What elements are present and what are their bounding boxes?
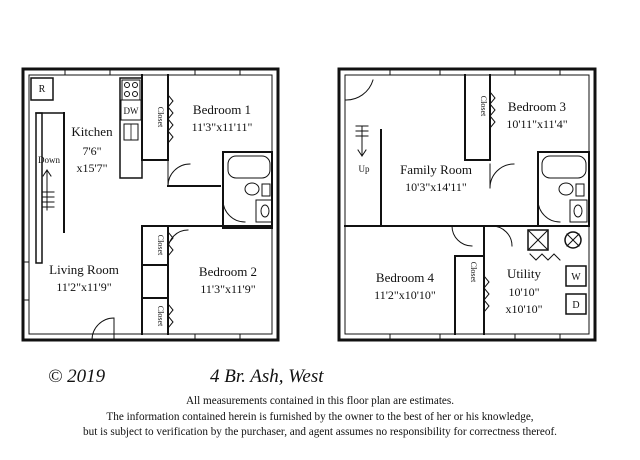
closet-b4-label: Closet — [469, 262, 478, 283]
closet-b1-label: Closet — [156, 107, 165, 128]
closet-b3-label: Closet — [479, 96, 488, 117]
closet-b2-upper-label: Closet — [156, 235, 165, 256]
copyright-text: © 2019 — [48, 366, 106, 387]
dryer-label: D — [572, 300, 579, 311]
family-room-size: 10'3"x14'11" — [405, 180, 467, 194]
utility-length: x10'10" — [505, 302, 542, 316]
disclaimer-line: but is subject to verification by the pu… — [83, 426, 557, 438]
kitchen-name: Kitchen — [71, 124, 113, 139]
living-room-name: Living Room — [49, 262, 119, 277]
disclaimer: All measurements contained in this floor… — [0, 394, 640, 441]
family-room-name: Family Room — [400, 162, 472, 177]
utility-width: 10'10" — [508, 285, 539, 299]
bedroom4-size: 11'2"x10'10" — [374, 288, 436, 302]
washer-label: W — [571, 272, 581, 283]
kitchen-length: x15'7" — [76, 161, 107, 175]
kitchen-width: 7'6" — [82, 144, 101, 158]
bedroom1-size: 11'3"x11'11" — [192, 120, 253, 134]
stairs-down-label: Down — [38, 155, 60, 165]
utility-name: Utility — [507, 266, 541, 281]
dishwasher-label: DW — [124, 106, 139, 116]
stairs-up-label: Up — [359, 164, 370, 174]
bedroom3-name: Bedroom 3 — [508, 99, 566, 114]
left-unit-walls — [21, 67, 280, 342]
bedroom3-size: 10'11"x11'4" — [506, 117, 567, 131]
bedroom2-size: 11'3"x11'9" — [200, 282, 255, 296]
bedroom2-name: Bedroom 2 — [199, 264, 257, 279]
disclaimer-line: All measurements contained in this floor… — [185, 395, 455, 407]
right-unit-walls — [337, 67, 597, 342]
bedroom4-name: Bedroom 4 — [376, 270, 435, 285]
disclaimer-line: The information contained herein is furn… — [106, 410, 534, 423]
floor-plan: R Kitchen 7'6" x15'7" DW Down Bedroom 1 … — [21, 67, 597, 342]
plan-title: 4 Br. Ash, West — [210, 366, 324, 387]
refrigerator-label: R — [39, 84, 46, 95]
bedroom1-name: Bedroom 1 — [193, 102, 251, 117]
closet-b2-lower-label: Closet — [156, 306, 165, 327]
living-room-size: 11'2"x11'9" — [56, 280, 111, 294]
